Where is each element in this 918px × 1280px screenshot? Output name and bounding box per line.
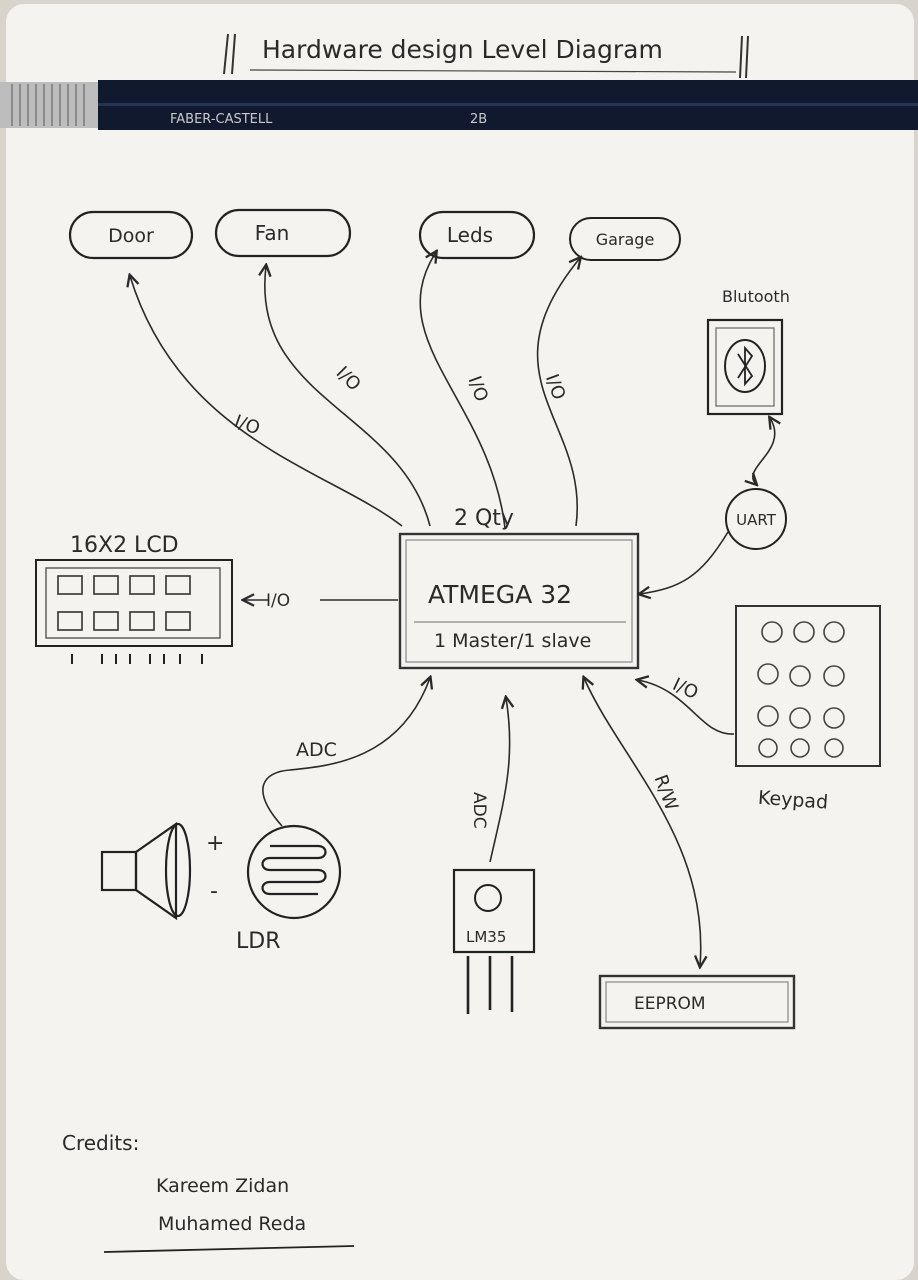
lm35-label: LM35 <box>466 928 506 946</box>
fan-label: Fan <box>255 221 290 245</box>
garage-node: Garage <box>569 217 681 261</box>
bluetooth-icon <box>724 339 766 393</box>
mcu-name: ATMEGA 32 <box>428 580 572 609</box>
keypad-label: Keypad <box>757 787 829 814</box>
credits-heading: Credits: <box>62 1131 139 1155</box>
leds-label: Leds <box>447 223 493 247</box>
ldr-link-label: ADC <box>296 739 337 761</box>
lm35-link <box>489 698 510 863</box>
speaker-minus: - <box>210 879 218 904</box>
mcu-config: 1 Master/1 slave <box>434 630 591 652</box>
mcu-qty: 2 Qty <box>454 506 514 531</box>
uart-mcu-link <box>640 531 729 594</box>
bluetooth-module: Blutooth <box>706 287 790 416</box>
credit-name-1: Kareem Zidan <box>156 1175 289 1197</box>
ldr-label: LDR <box>236 929 280 954</box>
page-title: Hardware design Level Diagram <box>262 35 663 64</box>
keypad-module: Keypad <box>735 605 881 814</box>
uart-label: UART <box>736 511 777 529</box>
lcd-label: 16X2 LCD <box>70 533 179 558</box>
mcu-block: ATMEGA 32 1 Master/1 slave 2 Qty <box>398 506 640 670</box>
pencil-grade: 2B <box>470 112 487 127</box>
eeprom-label: EEPROM <box>634 994 706 1014</box>
ldr-link <box>262 678 430 827</box>
credit-name-2: Muhamed Reda <box>158 1213 306 1235</box>
speaker-icon: + - <box>100 821 224 921</box>
credits: Credits: Kareem Zidan Muhamed Reda <box>62 1131 355 1253</box>
door-link <box>130 276 403 527</box>
uart-node <box>725 488 787 550</box>
pencil-brand: FABER-CASTELL <box>170 112 273 127</box>
title-group: Hardware design Level Diagram <box>223 33 749 79</box>
eeprom-module: EEPROM <box>598 974 796 1030</box>
speaker-plus: + <box>206 831 224 856</box>
lm35-sensor: LM35 <box>452 868 536 1014</box>
eeprom-link <box>584 678 701 966</box>
leds-link <box>419 252 506 529</box>
bluetooth-label: Blutooth <box>722 287 790 306</box>
garage-link <box>536 258 580 527</box>
bluetooth-uart-link <box>753 418 775 484</box>
leds-node: Leds <box>418 210 536 260</box>
keypad-keys <box>757 621 845 758</box>
lm35-link-label: ADC <box>469 792 489 829</box>
door-label: Door <box>108 225 154 247</box>
lcd-link-label: I/O <box>266 591 290 611</box>
fan-link <box>265 266 431 527</box>
ldr-sensor: LDR <box>236 824 342 954</box>
door-node: Door <box>68 210 194 260</box>
pencil: FABER-CASTELL 2B <box>0 80 918 130</box>
garage-label: Garage <box>596 230 655 249</box>
fan-node: Fan <box>214 208 352 258</box>
lcd-module: 16X2 LCD <box>35 533 233 664</box>
